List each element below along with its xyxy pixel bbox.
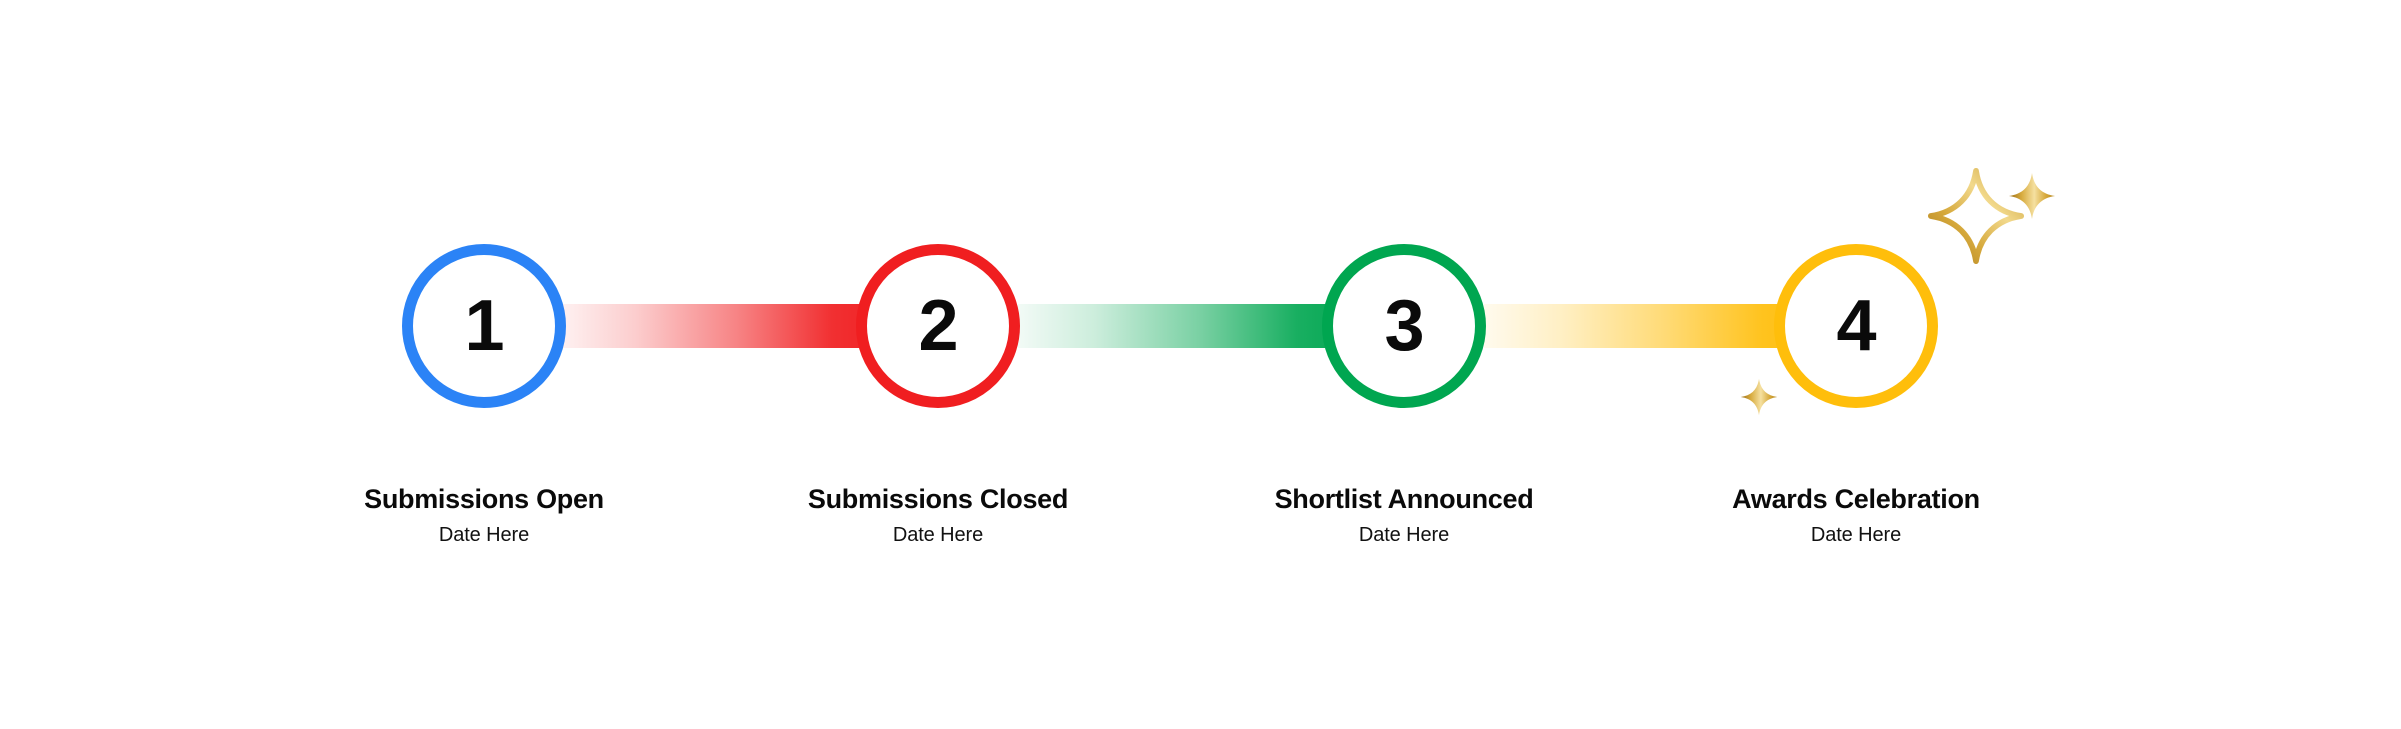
step-4-circle-wrap: 4 xyxy=(1774,244,1938,408)
step-2-title: Submissions Closed xyxy=(807,484,1069,514)
step-2-circle-wrap: 2 xyxy=(856,244,1020,408)
step-4-number: 4 xyxy=(1836,286,1876,366)
step-1-date: Date Here xyxy=(438,523,530,546)
step-2-circle[interactable]: 2 xyxy=(856,244,1020,408)
step-1-number: 1 xyxy=(464,286,504,366)
connector-step1-step2 xyxy=(560,304,900,348)
step-3-circle-wrap: 3 xyxy=(1322,244,1486,408)
step-1-circle-wrap: 1 xyxy=(402,244,566,408)
step-1-circle[interactable]: 1 xyxy=(402,244,566,408)
step-4-date: Date Here xyxy=(1810,523,1902,546)
step-4-labels: Awards Celebration Date Here xyxy=(1696,484,2016,546)
step-4-circle[interactable]: 4 xyxy=(1774,244,1938,408)
step-3-title: Shortlist Announced xyxy=(1274,484,1534,514)
sparkle-large-icon xyxy=(1928,168,2024,264)
step-4-title: Awards Celebration xyxy=(1732,484,1980,514)
step-2-date: Date Here xyxy=(892,523,984,546)
step-1-labels: Submissions Open Date Here xyxy=(324,484,644,546)
step-3-labels: Shortlist Announced Date Here xyxy=(1244,484,1564,546)
sparkle-tiny-icon xyxy=(1740,378,1778,416)
sparkle-small-icon xyxy=(2008,172,2056,220)
connector-step2-step3 xyxy=(1018,304,1366,348)
step-3-number: 3 xyxy=(1384,286,1424,366)
step-3-circle[interactable]: 3 xyxy=(1322,244,1486,408)
step-2-labels: Submissions Closed Date Here xyxy=(778,484,1098,546)
step-3-date: Date Here xyxy=(1358,523,1450,546)
step-2-number: 2 xyxy=(918,286,958,366)
step-1-title: Submissions Open xyxy=(364,484,604,514)
